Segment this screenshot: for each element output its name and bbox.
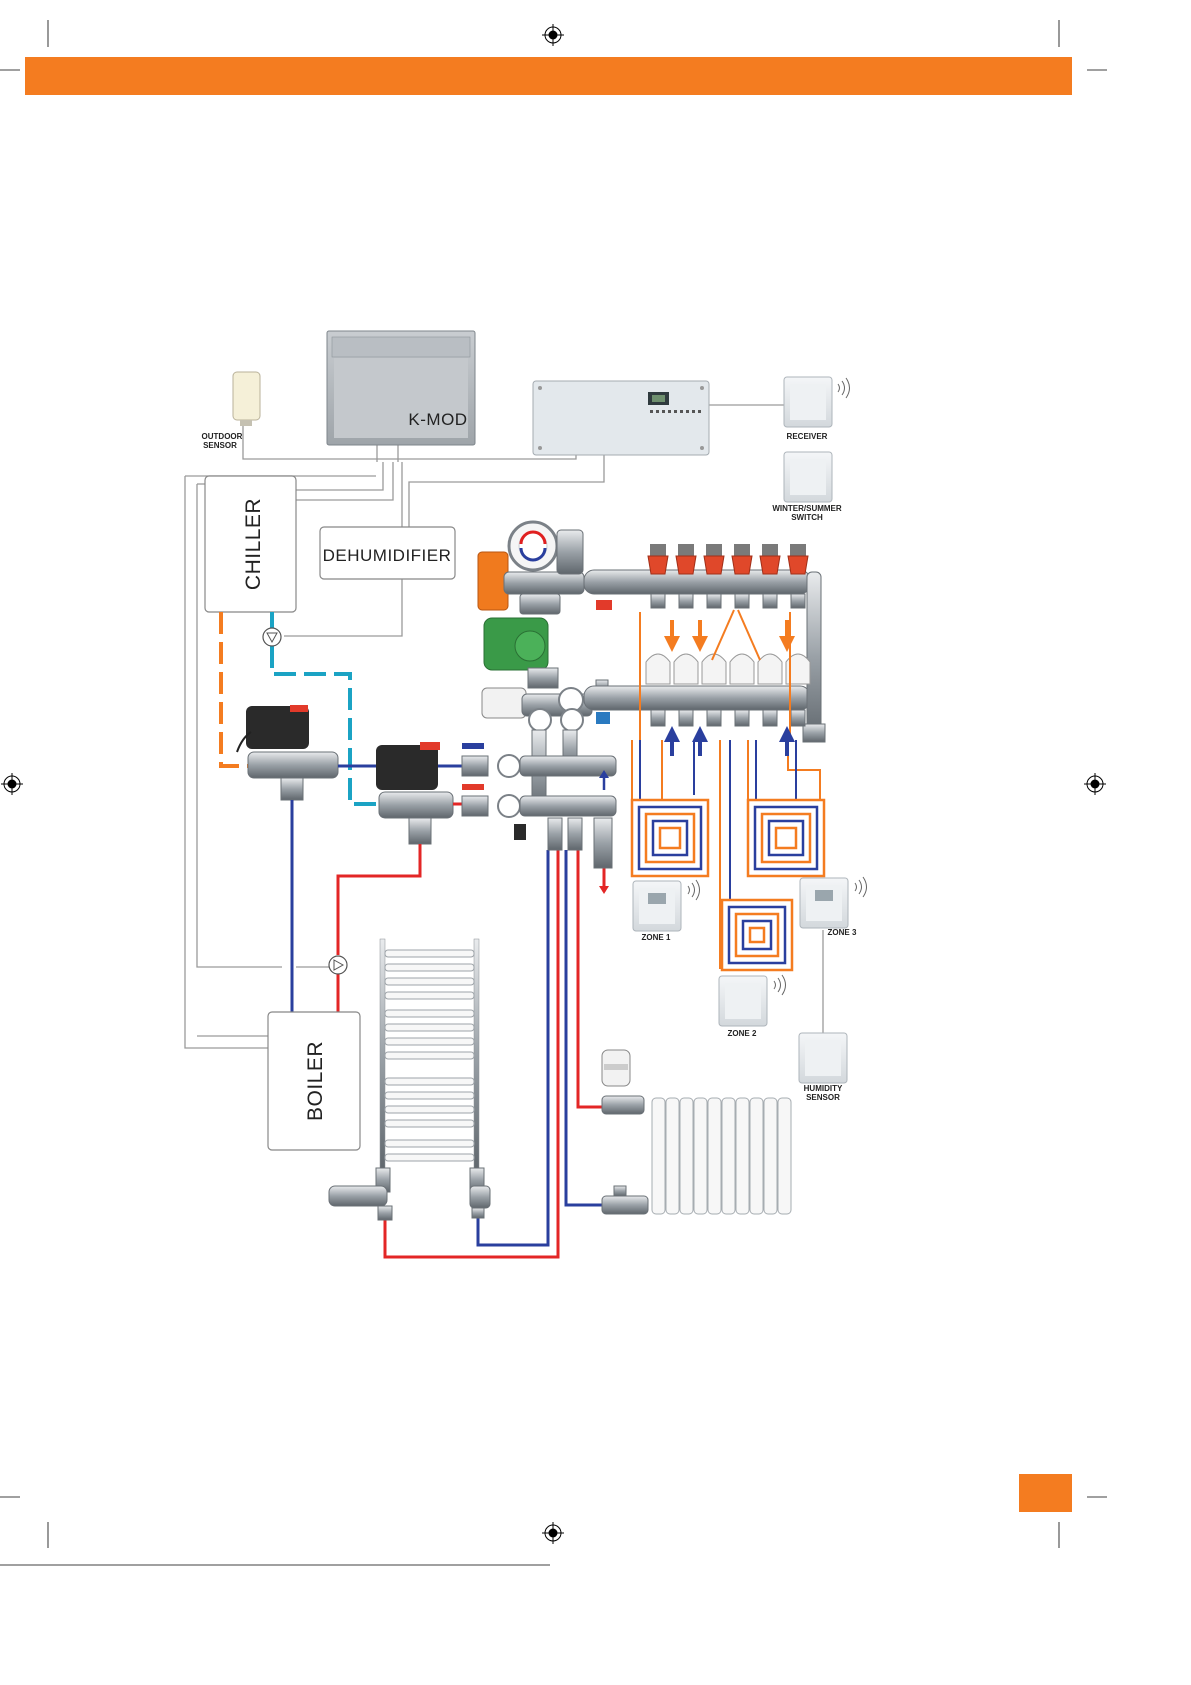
radiator-section: [764, 1098, 777, 1214]
zone-3-label: ZONE 3: [828, 928, 857, 937]
radiator-section: [722, 1098, 735, 1214]
towel-rail-bar: [385, 1024, 474, 1031]
radiator-section: [736, 1098, 749, 1214]
registration-mark-icon: [1084, 773, 1106, 795]
chiller-label: CHILLER: [242, 498, 265, 590]
registration-mark-icon: [542, 1522, 564, 1544]
floor-heating-loop: [748, 800, 824, 876]
towel-rail-bar: [385, 978, 474, 985]
chiller-supply-loop: [221, 612, 250, 766]
circulator-pump-icon: [263, 628, 281, 646]
towel-rail-bar: [385, 1092, 474, 1099]
boiler: BOILER: [268, 1012, 360, 1150]
page-number-tab: [1019, 1474, 1072, 1512]
radiator-section: [666, 1098, 679, 1214]
humidity-sensor: HUMIDITY SENSOR: [799, 1033, 847, 1102]
towel-rail-bar: [385, 1154, 474, 1161]
towel-rail-bar: [385, 1078, 474, 1085]
zone-3-thermostat: ZONE 3: [800, 877, 867, 937]
receiver: RECEIVER: [784, 377, 850, 441]
zone-control-unit: [533, 381, 709, 455]
zone-1-label: ZONE 1: [642, 933, 671, 942]
header-band: [25, 57, 1072, 95]
zone-2-label: ZONE 2: [728, 1029, 757, 1038]
registration-mark-icon: [542, 24, 564, 46]
winter-summer-switch-label: WINTER/SUMMER: [772, 504, 842, 513]
diverter-valve-left: [237, 705, 338, 800]
zone-1-thermostat: ZONE 1: [633, 880, 700, 942]
radiator-section: [694, 1098, 707, 1214]
outdoor-sensor-label: SENSOR: [203, 441, 237, 450]
k-mod-label: K-MOD: [408, 410, 467, 429]
k-mod-controller: K-MOD: [327, 331, 475, 445]
red-outflow-arrowhead: [599, 886, 609, 894]
receiver-label: RECEIVER: [787, 432, 828, 441]
towel-rail-bar: [385, 1010, 474, 1017]
panel-radiator: [602, 1050, 791, 1214]
boiler-label: BOILER: [304, 1041, 327, 1121]
chiller: CHILLER: [205, 476, 296, 612]
towel-rail-bar: [385, 1140, 474, 1147]
crop-marks: [0, 20, 1107, 1565]
radiator-section: [750, 1098, 763, 1214]
winter-summer-switch-label: SWITCH: [791, 513, 823, 522]
floor-heating-loop: [722, 900, 792, 970]
floor-heating-loop: [632, 800, 708, 876]
outdoor-sensor: OUTDOOR SENSOR: [202, 372, 260, 450]
wireless-signal-icon: [688, 880, 700, 900]
towel-rail-bar: [385, 1052, 474, 1059]
radiator-section: [652, 1098, 665, 1214]
towel-rail-bar: [385, 992, 474, 999]
humidity-sensor-label: HUMIDITY: [804, 1084, 843, 1093]
hydronic-system-diagram: OUTDOOR SENSOR K-MOD RECEIVER W: [0, 0, 1107, 1568]
towel-rail-bar: [385, 1120, 474, 1127]
outdoor-sensor-label: OUTDOOR: [202, 432, 243, 441]
radiator-section: [778, 1098, 791, 1214]
towel-rail-bar: [385, 950, 474, 957]
wireless-signal-icon: [774, 975, 786, 995]
manifold: [584, 570, 825, 742]
diverter-valve-right: [376, 742, 453, 844]
circulator-pump-icon: [329, 956, 347, 974]
dehumidifier-label: DEHUMIDIFIER: [323, 546, 452, 565]
wireless-signal-icon: [855, 877, 867, 897]
registration-mark-icon: [1, 773, 23, 795]
dehumidifier: DEHUMIDIFIER: [320, 527, 455, 579]
zone-2-thermostat: ZONE 2: [719, 975, 786, 1038]
winter-summer-switch: WINTER/SUMMER SWITCH: [772, 452, 842, 522]
wireless-signal-icon: [838, 378, 850, 398]
radiator-section: [680, 1098, 693, 1214]
radiator-section: [708, 1098, 721, 1214]
towel-rail-bar: [385, 1106, 474, 1113]
humidity-sensor-label: SENSOR: [806, 1093, 840, 1102]
towel-rail-bar: [385, 1038, 474, 1045]
towel-rail-bar: [385, 964, 474, 971]
